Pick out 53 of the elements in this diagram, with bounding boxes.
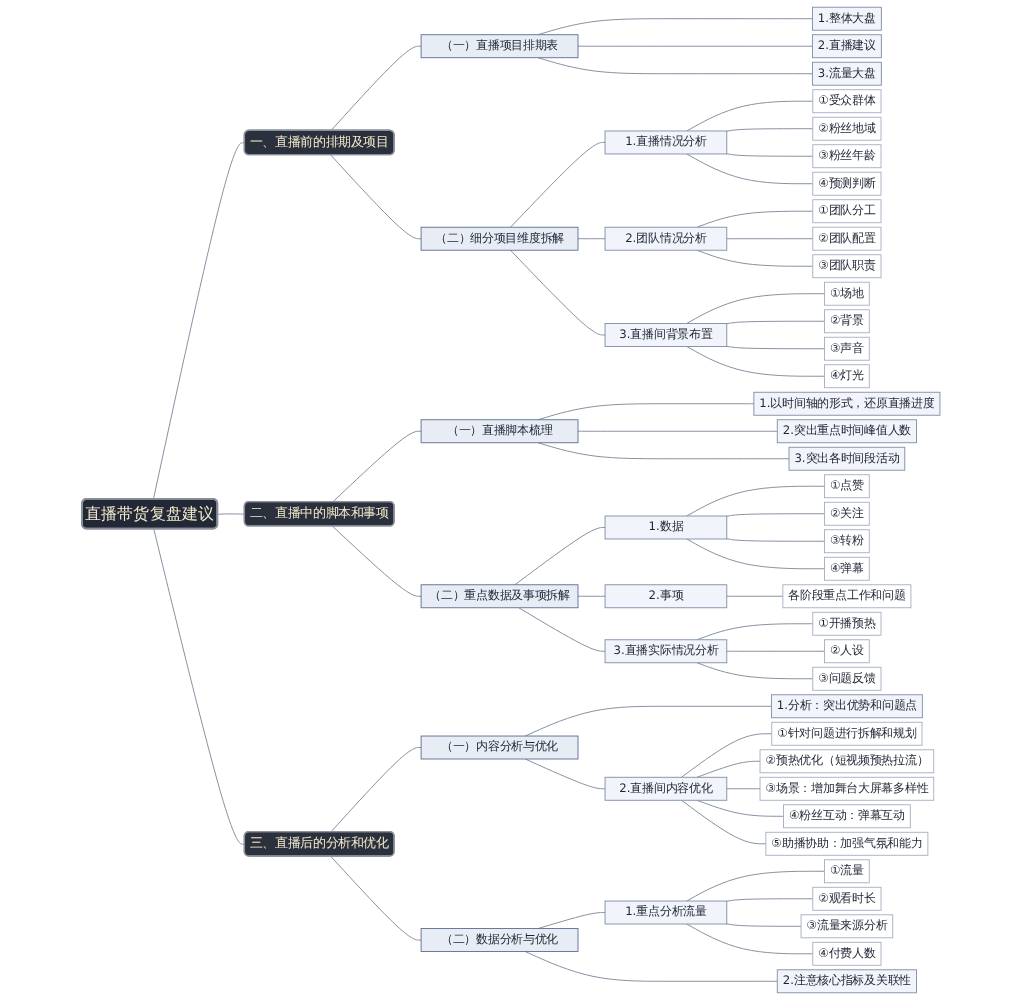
connector [696,623,814,641]
connector [696,799,784,817]
connector [686,485,825,517]
connector [153,528,246,845]
connector [726,513,825,517]
connector [537,912,606,929]
connector [726,128,814,132]
connector [577,238,606,240]
connector [696,662,814,680]
connector [686,100,814,132]
connector [577,595,606,597]
connector [537,442,790,460]
connector [681,733,773,778]
connector [696,760,761,778]
connector [152,142,246,500]
connector [726,153,814,157]
connector [686,538,825,570]
connector [726,345,825,350]
connector [330,747,422,833]
connector [726,238,814,240]
connector [524,705,772,737]
connector [330,45,422,132]
connector [686,293,825,324]
connector [577,45,813,47]
connector [696,249,814,267]
connector [524,758,606,790]
connector [510,249,606,336]
connector [726,788,761,790]
connector [514,527,606,586]
connector [686,346,825,377]
connector [332,525,422,597]
connector [518,607,606,652]
connector [726,320,825,325]
connector [510,142,606,228]
connector [686,923,814,955]
connector [577,430,778,432]
connector [726,898,814,902]
connector [686,870,825,902]
connector [681,799,767,845]
connector [726,538,825,542]
connector [330,154,422,240]
connector [537,18,813,36]
connector [524,951,778,982]
connector [217,513,246,515]
connector [330,855,422,941]
connector [726,923,802,927]
connector [726,595,784,597]
connector [696,210,814,228]
connector [726,650,825,652]
connector [537,403,755,421]
connector [686,153,814,185]
connector [537,57,813,75]
connector [332,430,422,503]
